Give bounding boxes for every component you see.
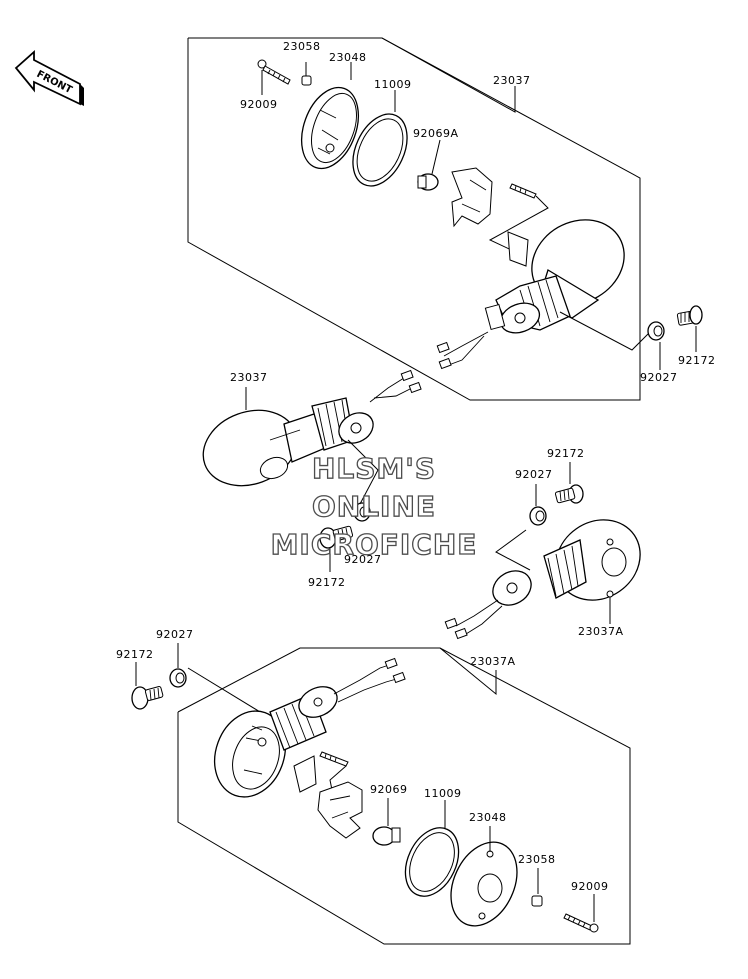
- watermark-line-2: ONLINE: [312, 490, 436, 523]
- turn-signal-23037-middle: [202, 369, 422, 487]
- clip-bottom: [293, 755, 317, 793]
- part-label-11009: 11009: [424, 787, 462, 800]
- part-label-23058: 23058: [518, 853, 556, 866]
- watermark-line-3: MICROFICHE: [271, 528, 478, 561]
- small-screw-top: [488, 183, 549, 255]
- part-label-23037A: 23037A: [578, 625, 624, 638]
- bolt-92172-bottom: [131, 662, 164, 710]
- part-label-92172: 92172: [116, 648, 154, 661]
- bulb-92069-bottom: [372, 798, 401, 846]
- bolt-92172-right: [554, 462, 584, 504]
- part-label-92069A: 92069A: [413, 127, 459, 140]
- turn-signal-23037A-middle: [444, 519, 641, 640]
- lens-23048-bottom: [450, 826, 518, 927]
- leader-lines-top: [261, 37, 697, 370]
- nut-23058-top: [301, 75, 312, 86]
- watermark-line-1: HLSM'S: [312, 452, 436, 485]
- gasket-11009-bottom: [404, 800, 460, 897]
- part-label-92172: 92172: [678, 354, 716, 367]
- part-label-23037: 23037: [230, 371, 268, 384]
- bracket-bottom: [317, 781, 363, 839]
- part-label-92069: 92069: [370, 783, 408, 796]
- part-label-92172: 92172: [547, 447, 585, 460]
- part-label-92027: 92027: [344, 553, 382, 566]
- turn-signal-23037A-bottom: [214, 657, 406, 798]
- watermark: HLSM'S ONLINE MICROFICHE: [270, 451, 478, 561]
- part-label-23048: 23048: [469, 811, 507, 824]
- spacer-92027-right: [529, 484, 547, 526]
- nut-23058-bottom: [531, 868, 543, 907]
- screw-92009-top: [257, 59, 291, 85]
- bulb-92069A-top: [417, 173, 439, 191]
- part-labels: 23058 23048 11009 23037 92009 92069A 921…: [116, 40, 716, 893]
- part-label-23058: 23058: [283, 40, 321, 53]
- part-label-92009: 92009: [240, 98, 278, 111]
- front-arrow-icon: FRONT: [14, 49, 84, 106]
- lens-23048-top: [301, 86, 359, 170]
- bolt-92172-middle: [319, 525, 354, 572]
- part-label-92027: 92027: [640, 371, 678, 384]
- spacer-92027-middle: [347, 439, 379, 522]
- part-label-11009: 11009: [374, 78, 412, 91]
- bottom-assembly-frame: [177, 647, 631, 945]
- part-label-23048: 23048: [329, 51, 367, 64]
- small-screw-bottom: [319, 751, 349, 791]
- leader-line-23037A-bottom: [439, 647, 497, 696]
- part-label-92027: 92027: [156, 628, 194, 641]
- spacer-92027-top: [559, 311, 665, 351]
- part-label-92027: 92027: [515, 468, 553, 481]
- part-label-23037A: 23037A: [470, 655, 516, 668]
- bracket-top: [451, 167, 493, 228]
- clip-top: [507, 231, 529, 267]
- top-assembly-frame: [187, 37, 641, 401]
- bolt-92172-top: [676, 305, 703, 326]
- spacer-92027-bottom: [169, 643, 271, 719]
- part-label-92172: 92172: [308, 576, 346, 589]
- part-label-23037: 23037: [493, 74, 531, 87]
- part-label-92009: 92009: [571, 880, 609, 893]
- turn-signal-23037-top: [436, 219, 625, 370]
- screw-92009-bottom: [563, 894, 599, 933]
- gasket-11009-top: [352, 113, 408, 187]
